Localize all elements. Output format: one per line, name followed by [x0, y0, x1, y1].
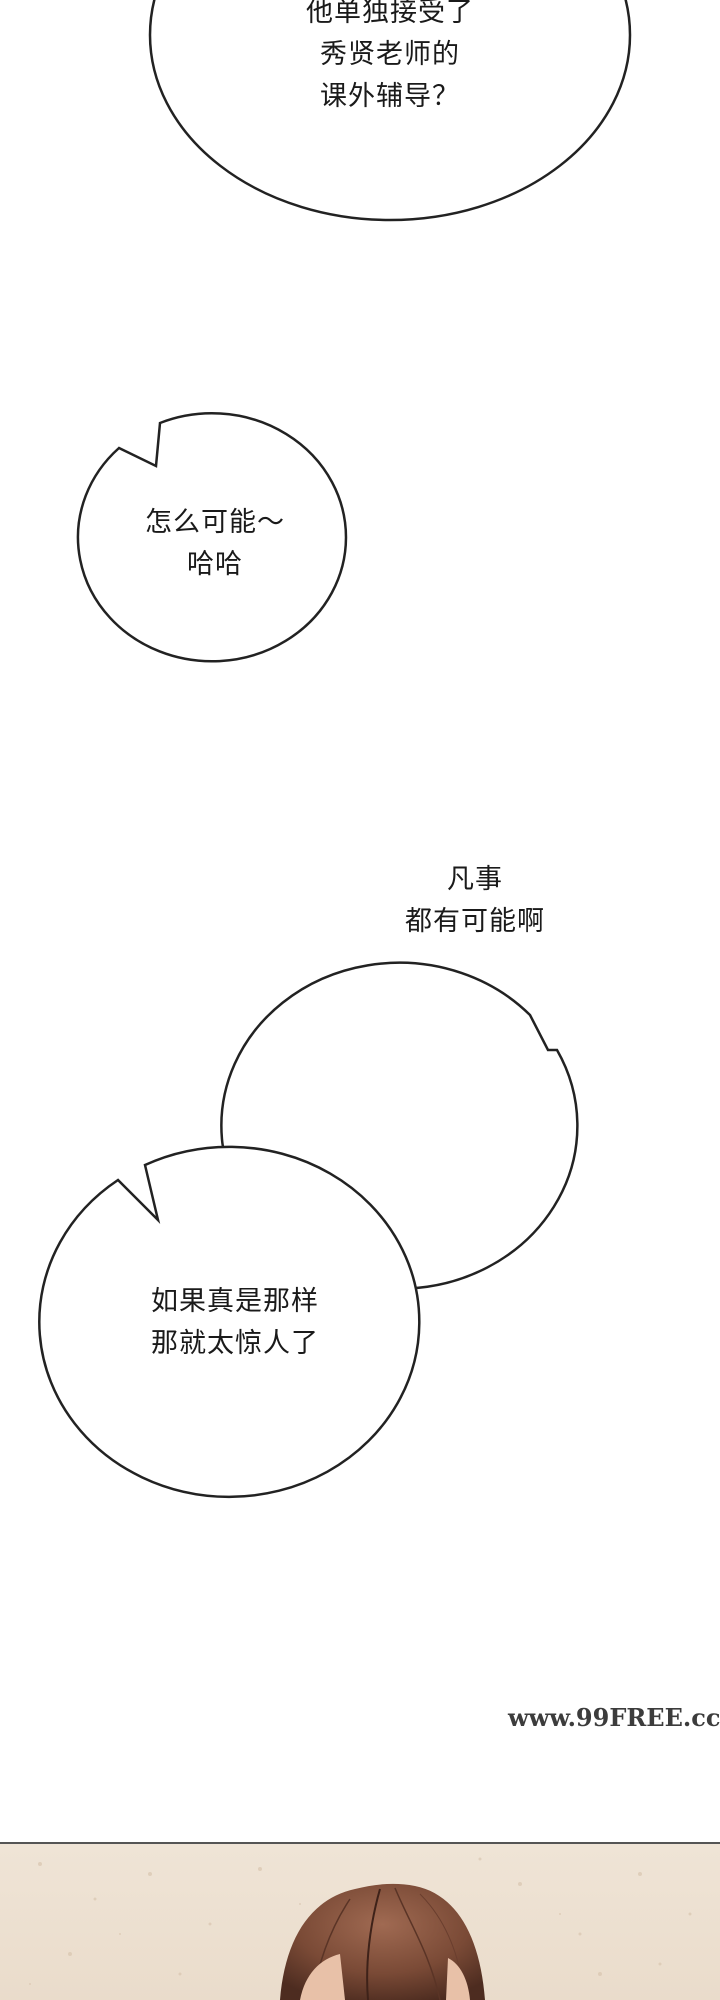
bubble-3-line-2: 都有可能啊: [405, 906, 545, 937]
bubble-1-line-1: 他单独接受了: [306, 0, 474, 28]
character-head-illustration: [29, 1857, 692, 2000]
bubble-3-line-1: 凡事: [447, 864, 503, 895]
panel-divider: [0, 1842, 720, 1844]
bubble-1-line-2: 秀贤老师的: [320, 39, 460, 70]
bubble-4-line-2: 那就太惊人了: [151, 1328, 319, 1359]
next-panel-image: [0, 1844, 720, 2000]
speech-bubble-2: [76, 412, 348, 663]
bubble-4-text: 如果真是那样 那就太惊人了: [105, 1281, 365, 1365]
speech-bubbles-layer: [38, 0, 632, 1499]
bubble-2-line-1: 怎么可能～: [145, 507, 285, 538]
bubble-2-line-2: 哈哈: [187, 549, 243, 580]
watermark: www.99FREE.cc: [508, 1703, 720, 1732]
bubble-4-line-1: 如果真是那样: [151, 1286, 319, 1317]
speech-bubble-1: [148, 0, 632, 222]
speech-bubble-4: [38, 1145, 421, 1499]
bubble-1-line-3: 课外辅导？: [320, 81, 460, 112]
bubble-3-text: 凡事 都有可能啊: [365, 859, 585, 943]
bubble-2-text: 怎么可能～ 哈哈: [110, 502, 320, 586]
bubble-1-text: 他单独接受了 秀贤老师的 课外辅导？: [220, 0, 560, 118]
